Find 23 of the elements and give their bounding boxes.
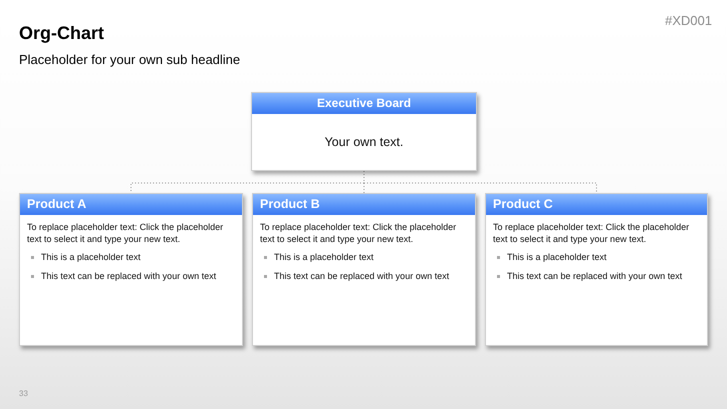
card-heading: Product C <box>486 194 707 215</box>
subtitle: Placeholder for your own sub headline <box>19 52 240 68</box>
bullet-text: This text can be replaced with your own text <box>41 270 216 282</box>
card-heading: Product B <box>253 194 475 215</box>
bullet-text: This is a placeholder text <box>274 251 374 263</box>
page-number: 33 <box>19 389 28 399</box>
bullet-text: This text can be replaced with your own text <box>507 270 682 282</box>
bullet-text: This text can be replaced with your own text <box>274 270 450 282</box>
body-text: To replace placeholder text: Click the placeholder text to select it and type your new text. <box>260 221 458 245</box>
page-title: Org-Chart <box>19 22 104 44</box>
card-heading: Product A <box>20 194 242 215</box>
org-card <box>251 92 477 171</box>
body-text: Your own text. <box>324 135 404 149</box>
connector-line <box>364 170 597 194</box>
body-text: To replace placeholder text: Click the placeholder text to select it and type your new text. <box>493 221 690 245</box>
org-card <box>252 193 476 346</box>
bullet-text: This is a placeholder text <box>507 251 607 263</box>
slide-code: #XD001 <box>665 13 712 29</box>
card-heading: Executive Board <box>252 93 476 114</box>
org-card <box>485 193 708 346</box>
bullet-text: This is a placeholder text <box>41 251 141 263</box>
body-text: To replace placeholder text: Click the placeholder text to select it and type your new text. <box>27 221 224 245</box>
org-card <box>19 193 243 346</box>
